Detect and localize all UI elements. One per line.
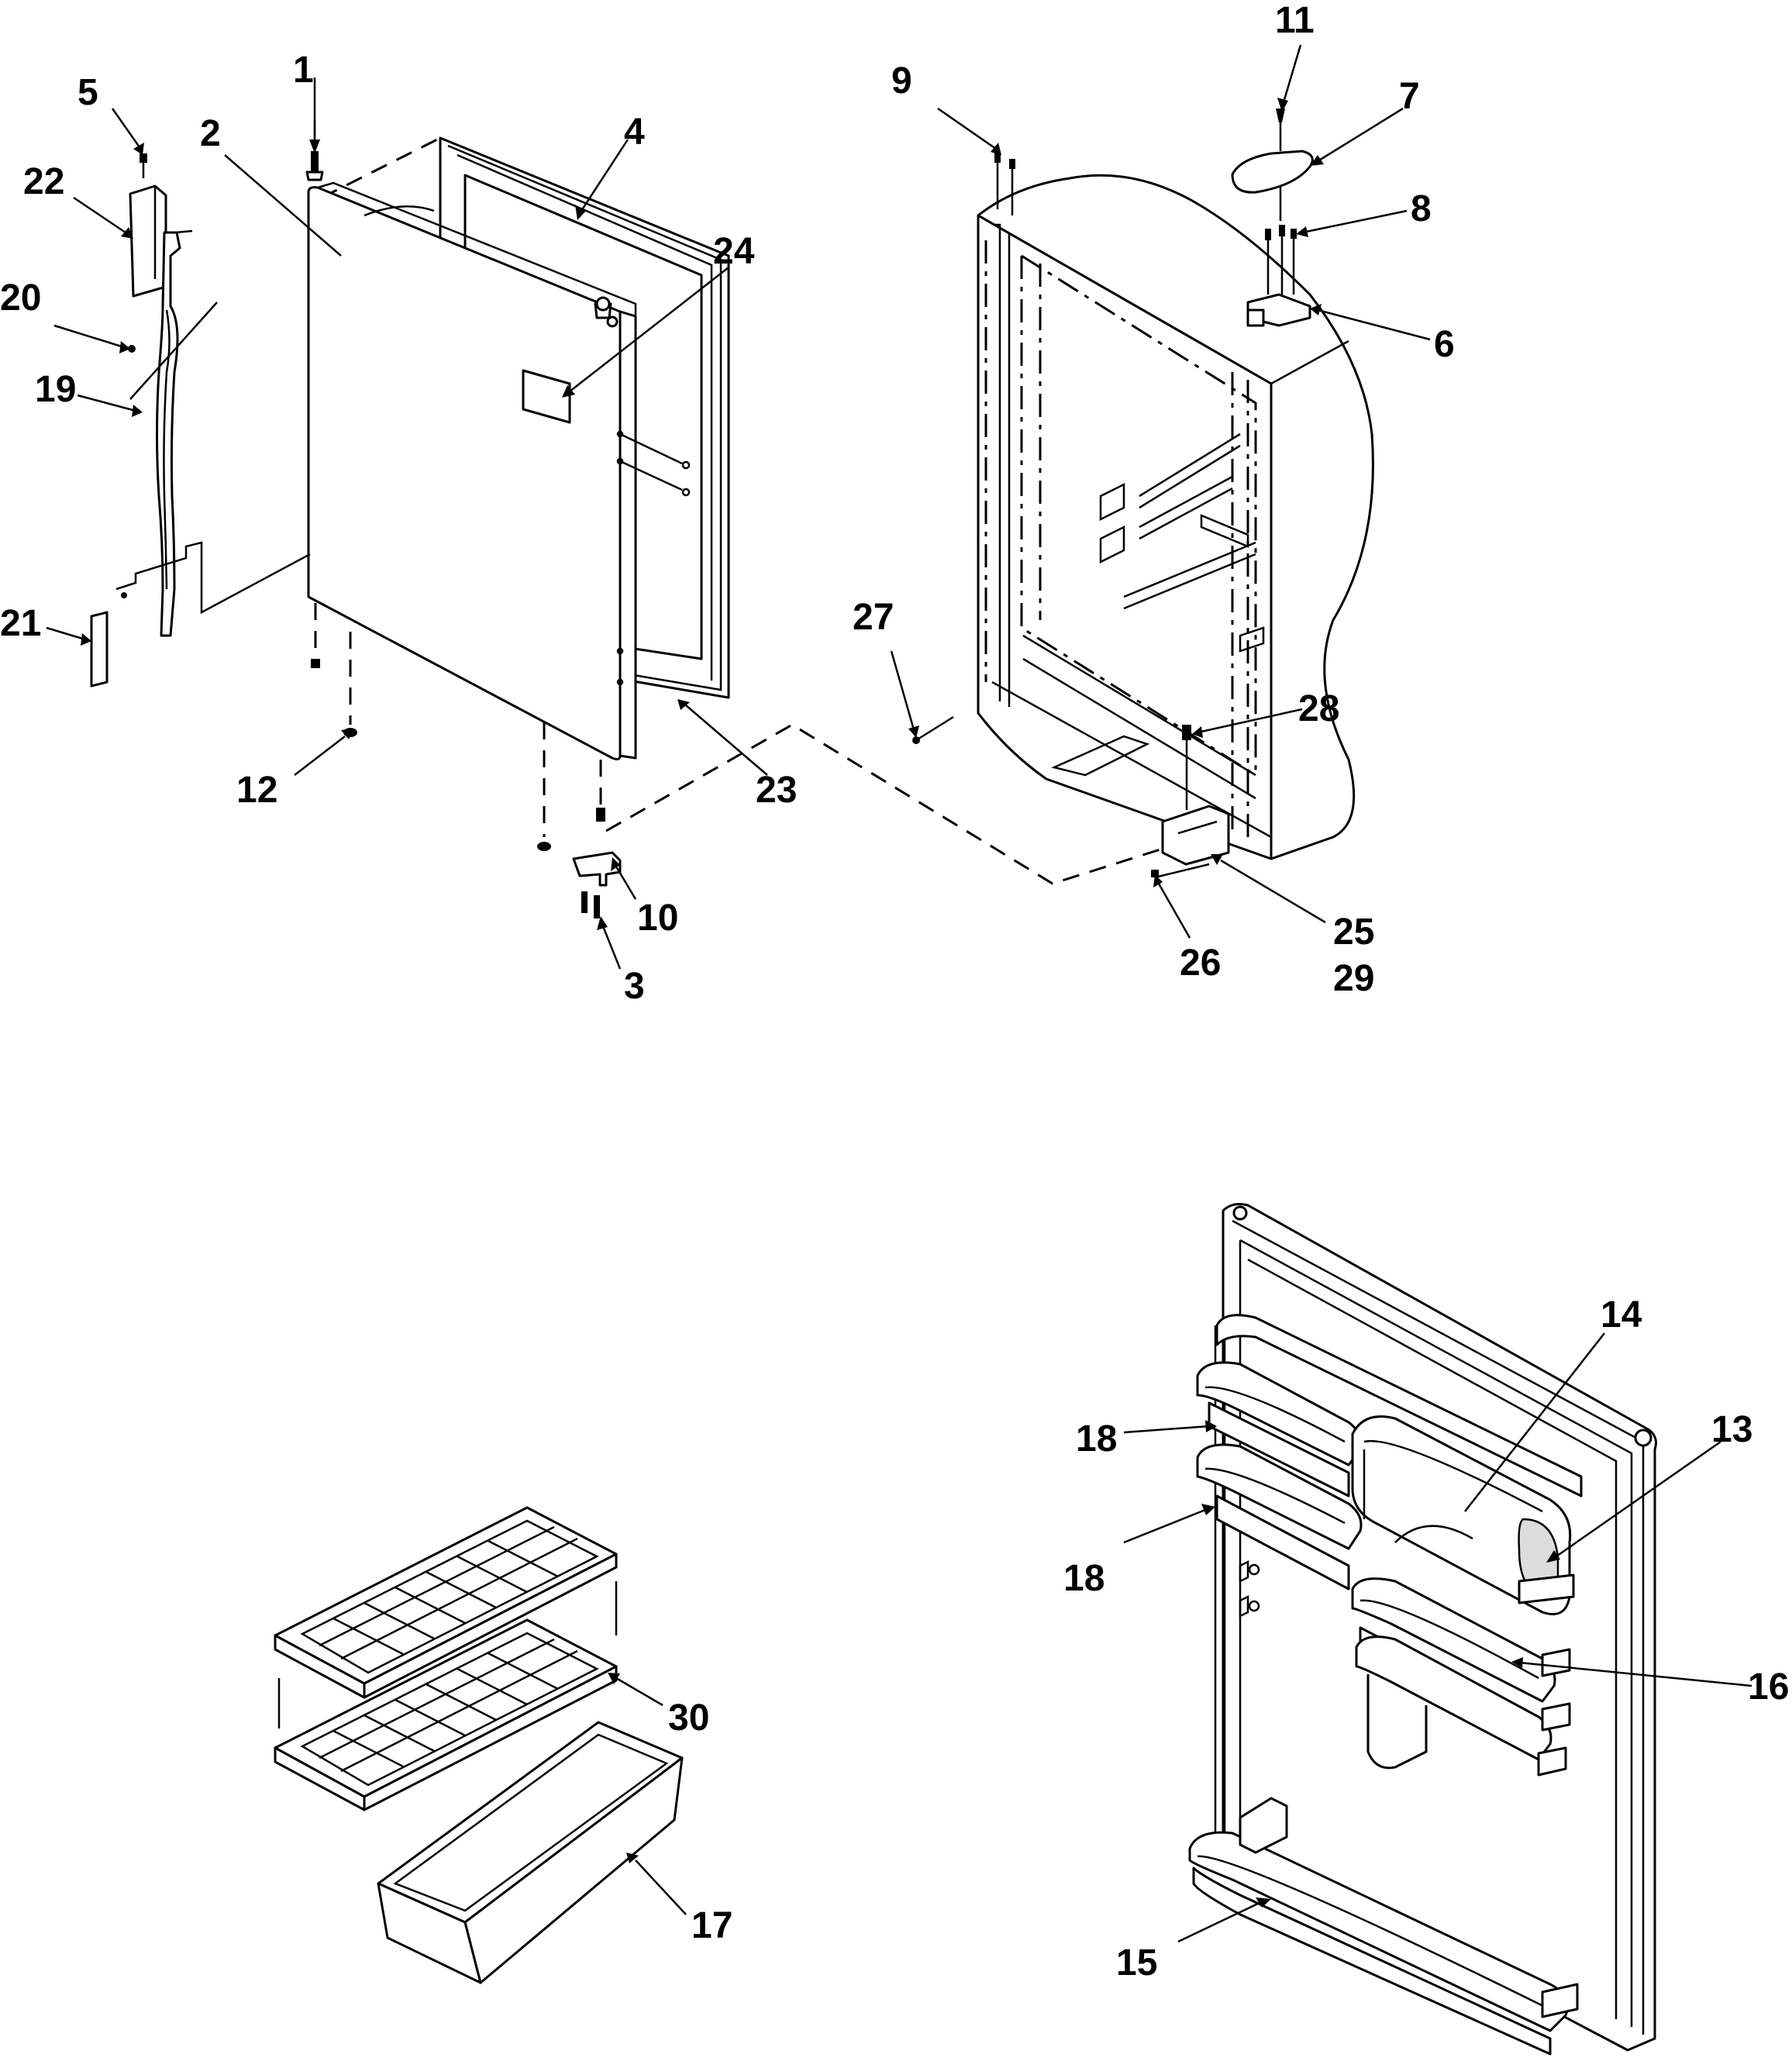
callout-17: 17 [691,1905,732,1946]
callout-19: 19 [35,369,76,410]
callout-5: 5 [78,72,98,113]
callout-20: 20 [0,277,41,319]
door-bin-right [1351,1577,1571,1777]
callout-15: 15 [1116,1942,1157,1983]
callout-22: 22 [23,161,64,202]
door-label-plate [522,369,571,424]
door-bin-bottom [1188,1797,1579,2056]
callout-23: 23 [756,770,797,811]
callout-18-lower: 18 [1063,1558,1104,1599]
door-bin-upper-left [1196,1361,1363,1497]
callout-16: 16 [1748,1666,1789,1708]
callout-18-upper: 18 [1076,1418,1117,1460]
callout-13: 13 [1711,1409,1752,1450]
handle-bar [156,231,181,637]
callout-4: 4 [624,112,645,153]
callout-10: 10 [637,898,678,939]
cabinet-bottom-hinge [1151,725,1230,879]
bottom-hinge-bracket [572,851,622,918]
callout-26: 26 [1180,943,1221,984]
callout-7: 7 [1399,76,1420,117]
callout-25: 25 [1333,912,1374,953]
freezer-door-panel [307,181,691,760]
callout-30: 30 [668,1697,709,1739]
handle-top-cap [129,184,167,298]
door-bin-lower-left [1196,1443,1363,1591]
freezer-door-assembly [305,120,1163,918]
callout-2: 2 [200,113,221,154]
callout-27: 27 [853,597,894,638]
ice-tray-upper [274,1506,618,1699]
callout-28: 28 [1298,688,1339,729]
ice-tray-lower [274,1618,618,1811]
callout-11: 11 [1275,0,1315,41]
callout-3: 3 [624,966,645,1007]
refrigerator-cabinet [912,109,1374,879]
leader-lines [46,44,1752,1943]
handle-bottom-cap [90,611,109,688]
ice-bin [377,1721,684,1984]
callout-9: 9 [891,60,912,102]
callout-12: 12 [236,770,277,811]
callout-29: 29 [1333,958,1374,999]
hinge-cover [1231,150,1314,194]
callout-24: 24 [713,231,755,272]
door-handle-assembly [90,153,311,688]
callout-8: 8 [1411,188,1432,229]
callout-21: 21 [0,603,41,644]
callout-1: 1 [293,50,314,91]
callout-14: 14 [1601,1294,1642,1336]
ice-tray-assembly [274,1506,684,1984]
dairy-compartment [1351,1415,1575,1615]
callout-6: 6 [1434,324,1455,365]
top-hinge-assembly [1231,109,1314,327]
fresh-food-door [1188,1203,1657,2056]
callout-labels: 1 2 3 4 5 6 7 8 9 10 11 12 13 14 15 16 1… [0,0,1789,1983]
